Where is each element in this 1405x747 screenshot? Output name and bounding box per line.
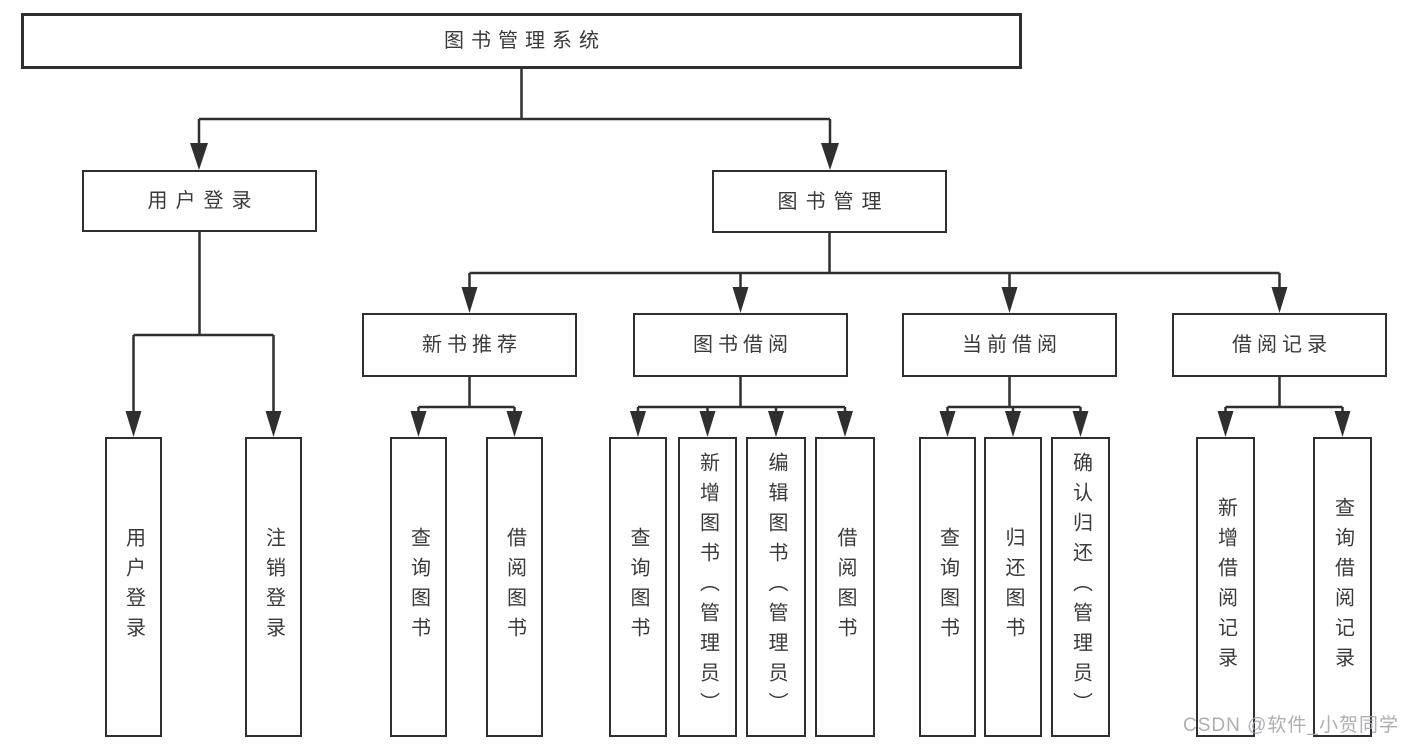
node-book-borrow: 图书借阅: [633, 313, 848, 377]
node-label: 新增图书（管理员）: [696, 452, 719, 722]
node-label: 新书推荐: [422, 334, 522, 356]
leaf-logout: 注销登录: [245, 437, 302, 737]
node-label: 编辑图书（管理员）: [765, 452, 787, 722]
leaf-user-login: 用户登录: [105, 437, 162, 737]
node-borrow-records: 借阅记录: [1172, 313, 1387, 377]
watermark: CSDN @软件_小贺同学: [1183, 715, 1399, 736]
node-label: 查询图书: [627, 527, 649, 647]
node-label: 当前借阅: [962, 334, 1062, 356]
leaf-return-books: 归还图书: [984, 437, 1042, 737]
leaf-query-books-current: 查询图书: [919, 437, 976, 737]
leaf-query-books-borrow: 查询图书: [609, 437, 667, 737]
node-label: 确认归还（管理员）: [1069, 452, 1092, 722]
node-label: 图书管理: [777, 190, 890, 213]
node-book-management: 图书管理: [712, 170, 947, 233]
node-library-management-system: 图书管理系统: [21, 13, 1022, 69]
node-label: 图书管理系统: [444, 30, 606, 52]
node-label: 查询借阅记录: [1331, 497, 1354, 677]
node-label: 借阅记录: [1232, 334, 1332, 356]
node-label: 查询图书: [936, 527, 959, 647]
node-current-borrow: 当前借阅: [902, 313, 1117, 377]
node-label: 查询图书: [407, 527, 430, 647]
node-label: 注销登录: [262, 527, 285, 647]
leaf-borrow-books-recommend: 借阅图书: [486, 437, 543, 737]
node-user-login: 用户登录: [82, 170, 317, 232]
node-label: 用户登录: [122, 527, 145, 647]
leaf-edit-books-admin: 编辑图书（管理员）: [746, 437, 806, 737]
leaf-borrow-books: 借阅图书: [815, 437, 875, 737]
node-label: 新增借阅记录: [1214, 497, 1237, 677]
node-new-book-recommend: 新书推荐: [362, 313, 577, 377]
node-label: 借阅图书: [834, 527, 856, 647]
leaf-add-books-admin: 新增图书（管理员）: [678, 437, 737, 737]
node-label: 归还图书: [1002, 527, 1024, 647]
node-label: 用户登录: [147, 190, 260, 212]
leaf-confirm-return-admin: 确认归还（管理员）: [1051, 437, 1110, 737]
node-label: 图书借阅: [693, 334, 793, 356]
leaf-query-borrow-record: 查询借阅记录: [1313, 437, 1372, 737]
leaf-query-books-recommend: 查询图书: [390, 437, 447, 737]
node-label: 借阅图书: [503, 527, 526, 647]
leaf-add-borrow-record: 新增借阅记录: [1196, 437, 1255, 737]
